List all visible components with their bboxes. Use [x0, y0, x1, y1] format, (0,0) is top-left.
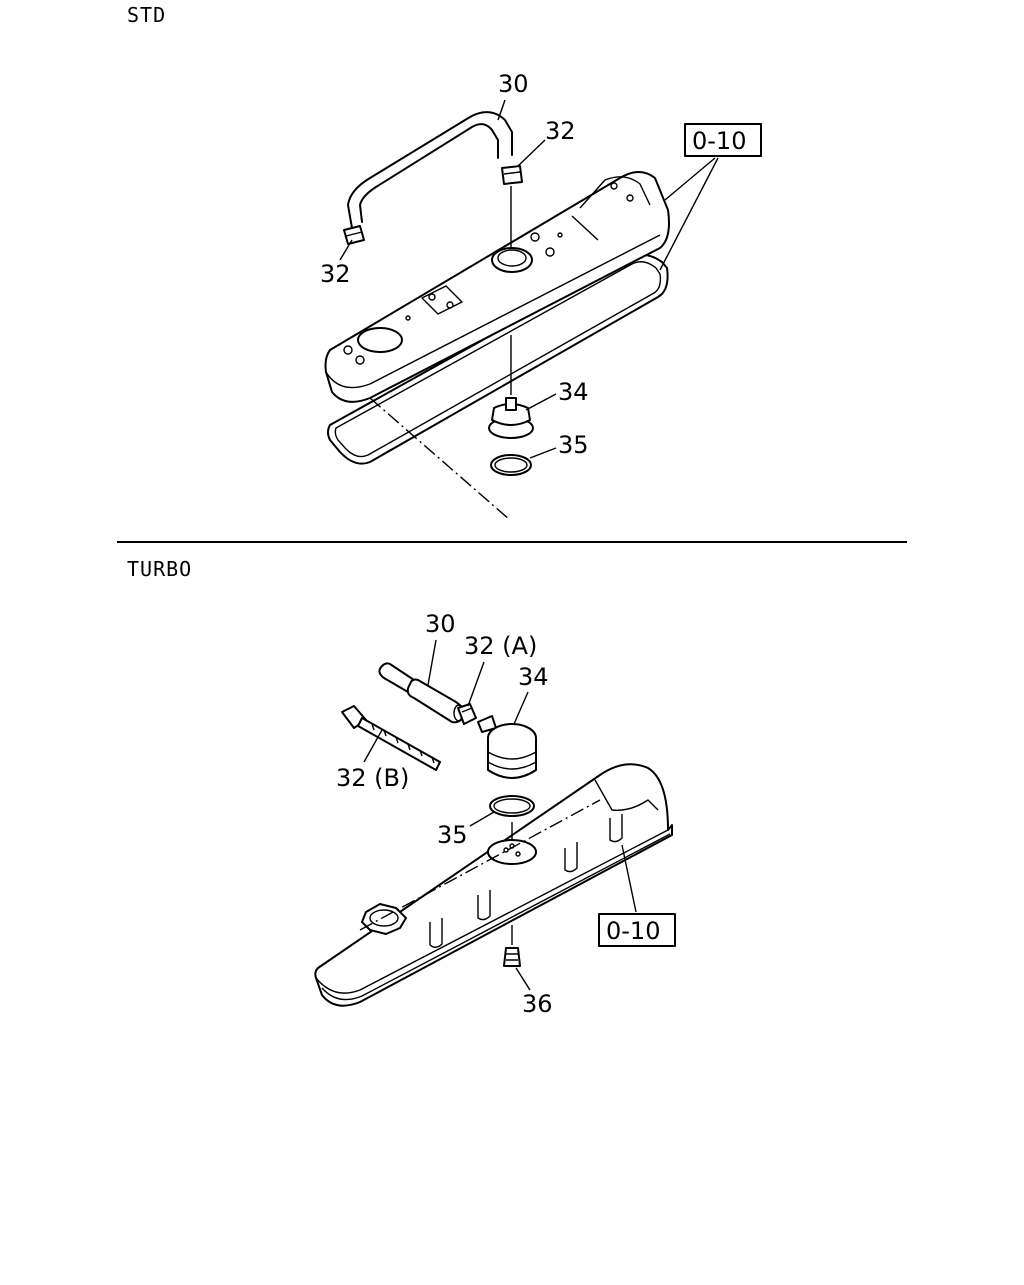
turbo-callout-hose: 30 — [425, 610, 456, 638]
std-ref-box-label: 0-10 — [692, 127, 746, 155]
std-callout-oring: 35 — [558, 431, 589, 459]
std-clip-left — [343, 225, 365, 245]
std-clip-top — [501, 165, 523, 185]
std-ref-box: 0-10 — [684, 123, 762, 157]
std-rocker-cover — [324, 171, 670, 403]
turbo-callout-clip-b: 32 (B) — [336, 764, 409, 792]
turbo-ref-box: 0-10 — [598, 913, 676, 947]
section-label-std: STD — [127, 3, 166, 27]
turbo-bolt — [503, 925, 521, 967]
turbo-ref-box-label: 0-10 — [606, 917, 660, 945]
std-gasket — [327, 253, 669, 465]
std-callout-hose: 30 — [498, 70, 529, 98]
turbo-callout-oring: 35 — [437, 821, 468, 849]
std-breather — [488, 335, 534, 439]
section-label-turbo: TURBO — [127, 557, 192, 581]
std-oring — [490, 454, 532, 476]
turbo-callout-bolt: 36 — [522, 990, 553, 1018]
turbo-rocker-cover — [314, 763, 673, 1007]
turbo-breather — [477, 715, 537, 779]
std-hose — [347, 111, 513, 229]
turbo-hose — [378, 662, 465, 724]
turbo-clip-a — [457, 703, 477, 725]
std-callout-clip-top: 32 — [545, 117, 576, 145]
std-callout-breather: 34 — [558, 378, 589, 406]
turbo-callout-breather: 34 — [518, 663, 549, 691]
std-callout-clip-left: 32 — [320, 260, 351, 288]
turbo-callout-clip-a: 32 (A) — [464, 632, 537, 660]
turbo-cable-tie — [341, 705, 441, 771]
turbo-oring — [489, 795, 535, 817]
